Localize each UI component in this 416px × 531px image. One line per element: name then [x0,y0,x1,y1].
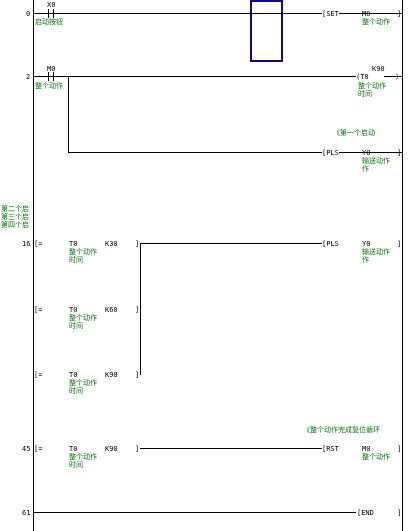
side-note: 第三个启 [1,213,29,221]
bracket-close: ] [397,149,402,157]
compare-close: ] [135,371,140,379]
branch-wire [68,152,402,153]
pls-device[interactable]: Y0 [362,149,371,157]
compare-device: T0 [69,445,78,453]
step-number: 2 [26,73,31,81]
side-note: 第二个启 [1,205,29,213]
set-instruction[interactable]: [SET [322,10,339,18]
output-wire [140,448,322,449]
compare-comment: 整个动作 [69,453,97,461]
compare-const: K60 [105,306,118,314]
pls-comment-2: 作 [362,256,369,264]
timer-coil-close: ) [395,73,400,81]
pls-comment-2: 作 [362,165,369,173]
end-instruction[interactable]: [END [357,509,374,517]
compare-close: ] [135,306,140,314]
bracket-close: ] [397,240,402,248]
compare-const: K90 [105,445,118,453]
contact-bar-left [48,9,49,18]
compare-device: T0 [69,306,78,314]
bracket-close: ] [397,445,402,453]
step-number: 61 [22,509,31,517]
step-number: 0 [26,10,31,18]
compare-comment-2: 时间 [69,461,83,469]
timer-const[interactable]: K90 [372,65,385,73]
compare-comment: 整个动作 [69,248,97,256]
contact-device: M0 [47,65,56,73]
rung-wire [34,76,356,77]
rst-device[interactable]: M0 [362,445,371,453]
rst-comment: 整个动作 [362,453,390,461]
compare-comment: 整个动作 [69,314,97,322]
pls-comment: 输送动作 [362,248,390,256]
compare-bracket: [= [34,306,43,314]
rst-instruction[interactable]: [RST [322,445,339,453]
pls-instruction[interactable]: [PLS [322,240,339,248]
contact-bar-left [48,72,49,81]
contact-bar-right [53,72,54,81]
compare-comment-2: 时间 [69,256,83,264]
output-wire [140,243,322,244]
timer-comment-2: 时间 [358,90,372,98]
timer-coil[interactable]: (T0 [356,73,369,81]
selection-cursor[interactable] [250,0,283,62]
compare-const: K30 [105,240,118,248]
compare-const: K90 [105,371,118,379]
set-device[interactable]: M0 [362,10,371,18]
rung-wire [34,13,402,14]
rung-wire-end [384,76,402,77]
contact-bar-right [53,9,54,18]
contact-device: X0 [47,1,56,9]
compare-bracket: [= [34,445,43,453]
pls-comment: 输送动作 [362,157,390,165]
compare-close: ] [135,240,140,248]
pls-device[interactable]: Y0 [362,240,371,248]
pls-instruction[interactable]: [PLS [322,149,339,157]
rung-note: 《第一个启动 [333,129,375,137]
compare-comment: 整个动作 [69,379,97,387]
or-branch-vertical [140,243,141,375]
branch-vertical [68,76,69,153]
timer-comment: 整个动作 [358,82,386,90]
step-number: 16 [22,240,31,248]
contact-comment: 启动按钮 [35,18,63,26]
compare-comment-2: 时间 [69,322,83,330]
compare-close: ] [135,445,140,453]
contact-comment: 整个动作 [35,82,63,90]
rung-wire [34,512,356,513]
rung-note: 《整个动作完成复位循环 [303,426,380,434]
bracket-close: ] [397,10,402,18]
compare-device: T0 [69,371,78,379]
compare-device: T0 [69,240,78,248]
side-note: 第四个启 [1,221,29,229]
compare-comment-2: 时间 [69,387,83,395]
bracket-close: ] [397,509,402,517]
compare-bracket: [= [34,371,43,379]
left-power-rail [33,0,34,531]
step-number: 45 [22,445,31,453]
right-power-rail [402,0,403,531]
compare-bracket: [= [34,240,43,248]
set-comment: 整个动作 [362,18,390,26]
